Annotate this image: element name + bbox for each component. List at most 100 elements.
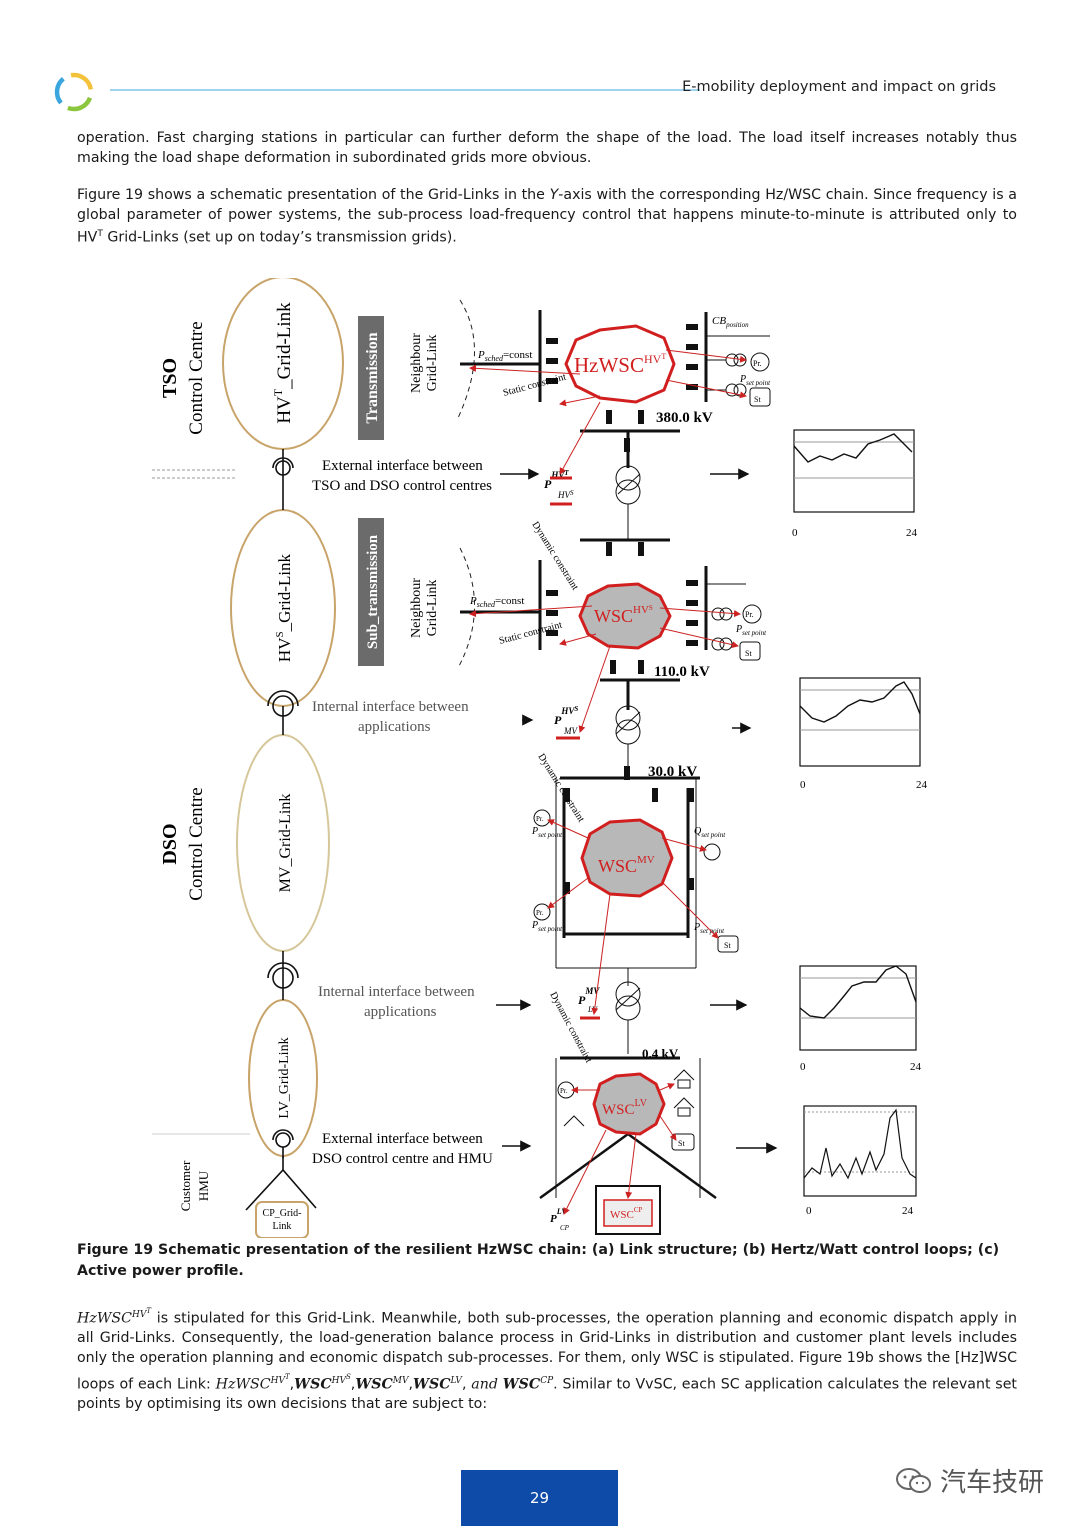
svg-text:applications: applications [364, 1004, 437, 1020]
neighbour-labels: Neighbour Grid-Link Neighbour Grid-Link [409, 333, 440, 638]
svg-text:Pr.: Pr. [560, 1087, 568, 1095]
svg-text:Transmission: Transmission [364, 332, 381, 423]
svg-text:DSO: DSO [159, 823, 181, 864]
svg-text:24: 24 [902, 1205, 914, 1217]
transmission-band [358, 316, 384, 440]
svg-text:24: 24 [916, 779, 928, 791]
svg-text:Internal interface between: Internal interface between [318, 984, 475, 1000]
svg-text:PHVS: PHVS [554, 705, 578, 727]
svg-text:Psched=const: Psched=const [477, 349, 532, 363]
svg-text:MV: MV [563, 726, 578, 736]
svg-text:0: 0 [792, 527, 798, 539]
profile-mv: 0 24 [799, 965, 922, 1073]
svg-text:Dynamic constraint: Dynamic constraint [535, 752, 586, 825]
paragraph-2: Figure 19 shows a schematic presentation… [77, 187, 1018, 246]
link-labels: HVT_Grid-Link HVS_Grid-Link MV_Grid-Link… [263, 302, 302, 1232]
svg-text:Neighbour: Neighbour [409, 333, 424, 393]
customer-label: Customer HMU [178, 1160, 211, 1211]
svg-text:LV_Grid-Link: LV_Grid-Link [277, 1037, 292, 1118]
hvs-devices [706, 583, 762, 661]
svg-text:Pset point: Pset point [531, 826, 563, 839]
svg-text:24: 24 [910, 1061, 922, 1073]
svg-text:Pr.: Pr. [745, 610, 754, 619]
svg-text:applications: applications [358, 719, 431, 735]
header-title: E-mobility deployment and impact on grid… [682, 79, 996, 95]
svg-text:Psched=const: Psched=const [469, 595, 524, 609]
svg-text:Pset point: Pset point [693, 922, 725, 935]
svg-text:380.0 kV: 380.0 kV [656, 410, 713, 426]
svg-text:110.0 kV: 110.0 kV [654, 664, 710, 680]
svg-text:HMU: HMU [196, 1170, 211, 1201]
svg-text:HVS: HVS [557, 489, 574, 500]
profile-lv: 0 24 [803, 1105, 917, 1217]
svg-text:30.0 kV: 30.0 kV [648, 764, 697, 780]
svg-text:PLV: PLV [550, 1207, 567, 1225]
svg-text:Control Centre: Control Centre [186, 321, 207, 434]
svg-text:PMV: PMV [578, 986, 600, 1007]
svg-text:CBposition: CBposition [712, 315, 749, 329]
svg-text:External interface between: External interface between [322, 1131, 483, 1147]
link-connectors [245, 449, 317, 1211]
wechat-icon [895, 1467, 931, 1493]
paragraph-3: HzWSCHVT is stipulated for this Grid-Lin… [77, 1307, 1017, 1413]
svg-text:WSCMV: WSCMV [598, 854, 655, 876]
hvt-network [460, 310, 708, 468]
svg-text:Grid-Link: Grid-Link [425, 335, 440, 392]
svg-text:HVS_Grid-Link: HVS_Grid-Link [274, 553, 294, 662]
svg-text:0: 0 [800, 779, 806, 791]
svg-text:CP_Grid-: CP_Grid- [263, 1208, 302, 1219]
svg-text:Pset point: Pset point [739, 374, 771, 387]
svg-text:Grid-Link: Grid-Link [425, 580, 440, 637]
svg-text:Pset point: Pset point [531, 920, 563, 933]
svg-text:St: St [724, 941, 731, 950]
figure-19-schematic: TSO Control Centre DSO Control Centre Cu… [152, 278, 928, 1238]
svg-text:MV_Grid-Link: MV_Grid-Link [277, 794, 294, 893]
svg-text:CP: CP [560, 1224, 570, 1232]
svg-text:WSCLV: WSCLV [602, 1098, 648, 1118]
svg-text:Neighbour: Neighbour [409, 578, 424, 638]
svg-text:Control Centre: Control Centre [186, 787, 207, 900]
svg-text:Pr.: Pr. [536, 815, 544, 823]
svg-text:WSCCP: WSCCP [610, 1206, 643, 1221]
svg-text:St: St [754, 395, 761, 404]
svg-text:24: 24 [906, 527, 918, 539]
wsc-cp-node [603, 1199, 653, 1227]
svg-text:Dynamic constraint: Dynamic constraint [529, 520, 580, 593]
profile-hvt: 0 24 [792, 429, 918, 539]
svg-text:Sub_transmission: Sub_transmission [365, 534, 381, 649]
svg-text:WSCHVS: WSCHVS [594, 604, 653, 626]
hzwsc-hvt-node [564, 324, 676, 404]
mv-devices [533, 809, 739, 953]
wsc-hvs-node [578, 582, 672, 650]
svg-text:TSO: TSO [159, 358, 181, 398]
dso-label: DSO Control Centre [159, 787, 207, 900]
svg-text:PHVT: PHVT [544, 469, 569, 491]
svg-text:TSO and DSO control centres: TSO and DSO control centres [312, 478, 492, 494]
svg-text:St: St [745, 649, 752, 658]
figure-caption: Figure 19 Schematic presentation of the … [77, 1242, 1000, 1279]
svg-text:St: St [678, 1139, 685, 1148]
wsc-mv-node [580, 818, 674, 898]
watermark: 汽车技研 [894, 1462, 1044, 1499]
ring-logo-icon [54, 72, 94, 112]
interface-labels: External interface between TSO and DSO c… [312, 458, 493, 1167]
svg-text:Static constraint: Static constraint [502, 371, 568, 398]
svg-text:0: 0 [800, 1061, 806, 1073]
svg-text:DSO control centre and HMU: DSO control centre and HMU [312, 1151, 493, 1167]
svg-text:Link: Link [273, 1221, 292, 1232]
svg-text:Customer: Customer [178, 1160, 193, 1211]
svg-text:0.4 kV: 0.4 kV [642, 1046, 679, 1061]
profile-hvs: 0 24 [799, 677, 928, 791]
svg-text:External interface between: External interface between [322, 458, 483, 474]
svg-text:Pr.: Pr. [536, 909, 544, 917]
wsc-lv-node [592, 1072, 666, 1136]
svg-text:HzWSCHVT: HzWSCHVT [574, 352, 666, 377]
svg-text:Dynamic constraint: Dynamic constraint [547, 990, 594, 1065]
page-number: 29 [461, 1470, 618, 1526]
sub-transmission-band [358, 518, 384, 666]
svg-text:Internal interface between: Internal interface between [312, 699, 469, 715]
tso-label: TSO Control Centre [159, 321, 207, 434]
paragraph-1: operation. Fast charging stations in par… [77, 130, 1017, 166]
header-rule [110, 89, 700, 91]
svg-text:Pset point: Pset point [735, 624, 767, 637]
